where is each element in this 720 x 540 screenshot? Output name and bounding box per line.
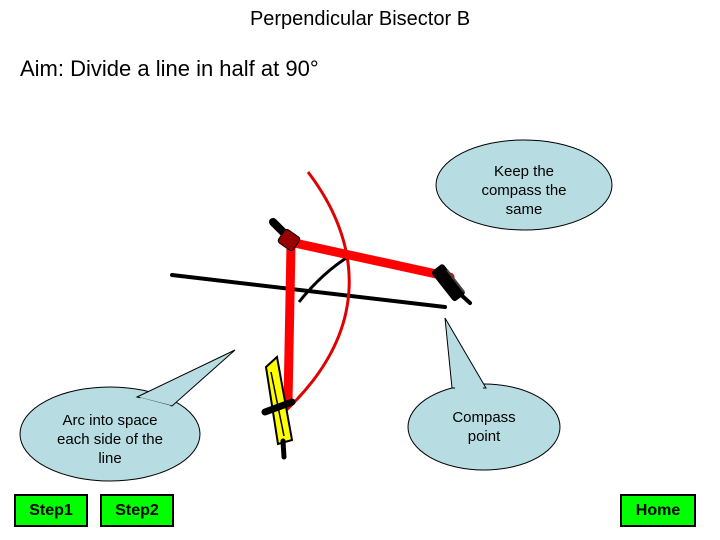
step1-button[interactable]: Step1 [14,494,88,527]
pencil [261,355,296,460]
compass-arm-top [285,237,455,282]
callout-keep-same [435,139,613,231]
construction-arc [278,171,351,418]
compass-hinge [269,218,301,252]
callout-arc-space-text: Arc into space each side of the line [57,412,163,467]
callout-arc-space [19,349,236,482]
callout-compass-point-text: Compass point [452,409,516,445]
step2-button[interactable]: Step2 [100,494,174,527]
compass-point [431,264,472,305]
aim-text: Aim: Divide a line in half at 90° [20,56,319,81]
compass-arm-vertical [283,240,296,407]
home-button[interactable]: Home [620,494,696,527]
callout-keep-same-text: Keep the compass the same [481,163,567,218]
callout-compass-point [407,317,561,471]
page-title: Perpendicular Bisector B [249,8,471,30]
